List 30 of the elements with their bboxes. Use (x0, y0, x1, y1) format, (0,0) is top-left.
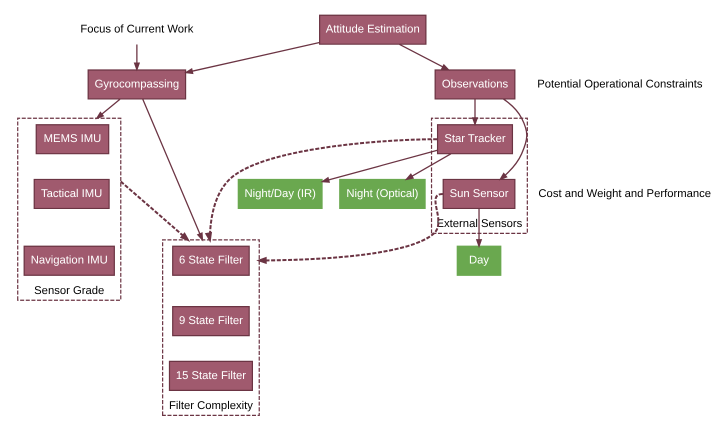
arrow (256, 192, 443, 264)
arrow (204, 138, 438, 242)
node-box: Navigation IMU (24, 245, 115, 276)
arrow (95, 98, 120, 120)
node-box: Night/Day (IR) (238, 178, 323, 209)
node-text: Focus of Current Work (80, 23, 194, 36)
label: Cost and Weight and Performance (538, 187, 712, 200)
arrow (404, 152, 452, 180)
arrow (399, 43, 450, 70)
arrow (184, 41, 320, 74)
node-box: 15 State Filter (168, 360, 253, 390)
node-box: Sun Sensor (442, 178, 516, 209)
arrow (120, 180, 190, 242)
arrow (476, 208, 482, 248)
arrow (320, 149, 438, 182)
node-box: Gyrocompassing (88, 68, 186, 100)
node-box: Attitude Estimation (319, 14, 426, 44)
arrow (142, 98, 204, 242)
arrow (498, 98, 528, 180)
node-box: Observations (434, 68, 516, 100)
node-box: Day (456, 245, 502, 276)
node-box: 6 State Filter (172, 245, 250, 276)
node-box: Tactical IMU (34, 178, 110, 209)
node-box: MEMS IMU (36, 124, 110, 154)
label: Potential Operational Constraints (537, 78, 703, 90)
node-box: Night (Optical) (339, 178, 426, 209)
arrow (134, 44, 140, 72)
node-box: Star Tracker (436, 124, 514, 154)
node-box: 9 State Filter (172, 306, 250, 336)
arrow (472, 98, 478, 126)
